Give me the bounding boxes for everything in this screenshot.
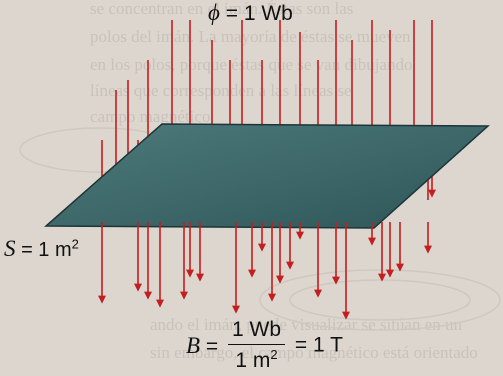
flux-label: ϕ = 1 Wb	[208, 0, 293, 26]
background-text-line: sin embargo, el campo magnético está ori…	[150, 343, 478, 362]
surface-plate	[44, 123, 490, 229]
background-text-line: campo magnético.	[90, 107, 215, 126]
area-exponent: 2	[71, 236, 79, 252]
background-text-line: líneas que corresponden a las líneas se	[90, 81, 352, 100]
area-value: = 1 m	[21, 239, 72, 261]
formula-denominator-exponent: 2	[270, 347, 278, 362]
formula-lhs-symbol: B	[186, 332, 201, 358]
background-text-line: en los polos, porque éstas que se van di…	[90, 55, 412, 74]
area-symbol: S	[4, 236, 16, 261]
formula-denominator: 1 m2	[228, 345, 285, 373]
formula-equals: =	[205, 334, 219, 358]
formula-denominator-text: 1 m	[235, 349, 271, 372]
background-text-line: se concentran en el imán. Éstas son las	[90, 0, 353, 18]
formula-result: = 1 T	[294, 333, 343, 357]
formula-fraction: 1 Wb 1 m2	[228, 318, 286, 373]
formula-numerator: 1 Wb	[228, 318, 286, 345]
field-formula: B = 1 Wb 1 m2 = 1 T	[186, 318, 343, 373]
area-label: S = 1 m2	[4, 236, 79, 262]
background-text-line: polos del imán. La mayoría de éstas se m…	[90, 27, 411, 46]
flux-value: = 1 Wb	[225, 2, 293, 25]
flux-symbol: ϕ	[208, 0, 220, 25]
